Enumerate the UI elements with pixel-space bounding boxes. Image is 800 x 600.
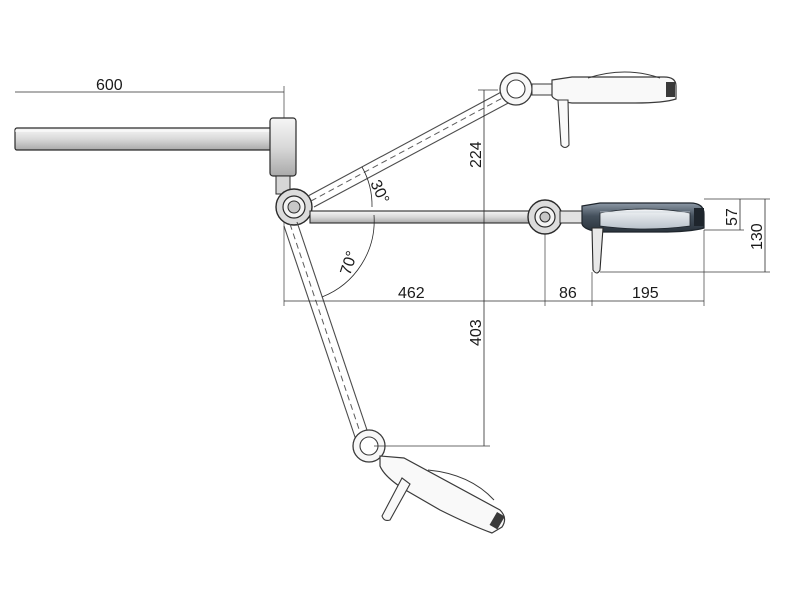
lamp-head-upper bbox=[551, 71, 677, 149]
dimension-label-224: 224 bbox=[468, 141, 485, 168]
elbow-joint-lower bbox=[352, 429, 386, 463]
dimension-label-57: 57 bbox=[724, 208, 741, 226]
lamp-head-lower bbox=[379, 455, 506, 534]
main-horizontal-arm bbox=[14, 127, 278, 151]
elbow-joint-horizontal bbox=[527, 199, 585, 235]
sterile-handle-horizontal bbox=[591, 227, 604, 274]
elbow-joint-upper bbox=[499, 72, 555, 106]
spring-arm-upper-position bbox=[307, 89, 513, 208]
dimension-label-403: 403 bbox=[468, 319, 485, 346]
angle-label-70: 70° bbox=[338, 249, 362, 277]
lamp-head-horizontal bbox=[581, 202, 705, 233]
main-pivot-hub bbox=[275, 188, 313, 226]
vertical-coupling bbox=[269, 117, 297, 195]
dimension-label-86: 86 bbox=[559, 285, 577, 302]
dimension-lines bbox=[15, 86, 770, 447]
angle-label-30: 30° bbox=[366, 178, 392, 207]
dimension-label-130: 130 bbox=[749, 223, 766, 250]
spring-arm-lower-position bbox=[283, 221, 370, 441]
spring-arm-horizontal bbox=[309, 210, 533, 224]
dimension-label-600: 600 bbox=[96, 77, 123, 94]
dimension-label-462: 462 bbox=[398, 285, 425, 302]
dimension-label-195: 195 bbox=[632, 285, 659, 302]
